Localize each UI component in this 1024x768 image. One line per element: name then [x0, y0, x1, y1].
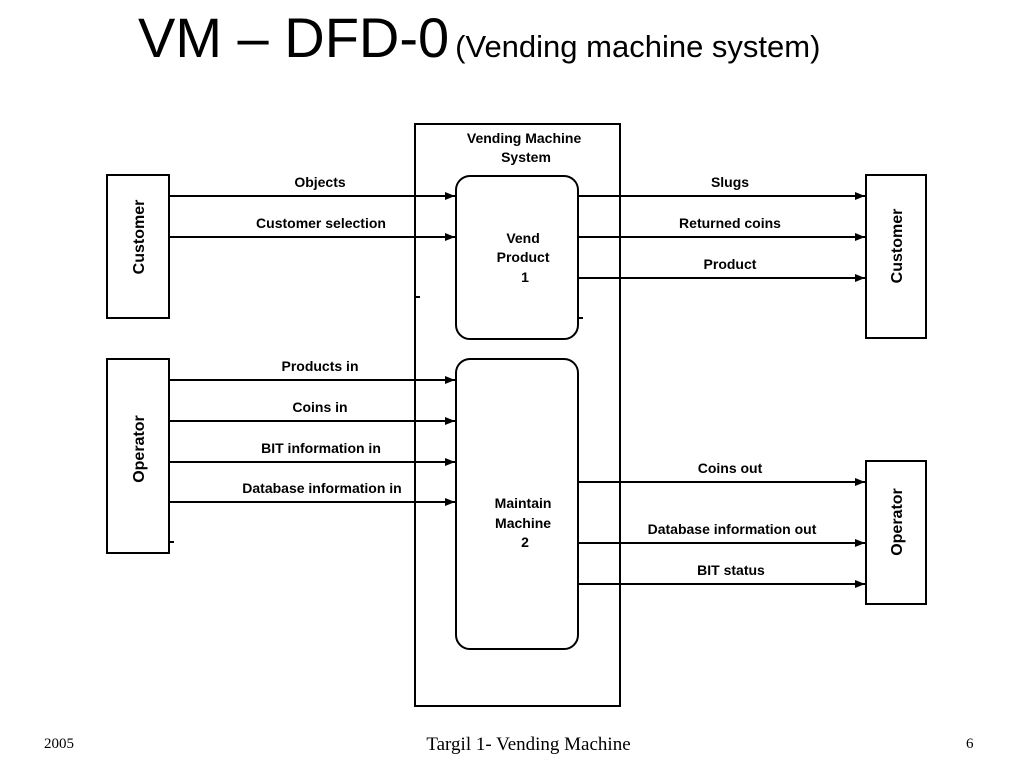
entity-operator-right-label: Operator [889, 488, 906, 556]
footer-year: 2005 [44, 736, 74, 752]
flow-database-information-in-label: Database information in [242, 480, 401, 496]
footer-page-number: 6 [966, 736, 974, 752]
flow-bit-status-label: BIT status [697, 562, 765, 578]
system-label: Vending Machine System [467, 130, 585, 165]
system-boundary [414, 123, 621, 707]
entity-operator-left-label: Operator [131, 415, 148, 483]
slide-subtitle: (Vending machine system) [455, 29, 821, 64]
flow-customer-selection-label: Customer selection [256, 215, 386, 231]
entity-customer-right-label: Customer [889, 209, 906, 284]
slide-title: VM – DFD-0(Vending machine system) [138, 5, 820, 70]
flow-slugs-label: Slugs [711, 174, 749, 190]
process-vend-product-label: Vend Product 1 [497, 230, 554, 285]
slide-title-main: VM – DFD-0 [138, 6, 450, 69]
entity-operator-left [106, 358, 170, 554]
flow-product-label: Product [704, 256, 757, 272]
flow-bit-information-in-label: BIT information in [261, 440, 381, 456]
footer-title: Targil 1- Vending Machine [426, 734, 631, 755]
entity-customer-left-label: Customer [131, 200, 148, 275]
process-maintain-machine-label: Maintain Machine 2 [495, 495, 556, 550]
process-vend-product [455, 175, 579, 340]
flow-coins-out-label: Coins out [698, 460, 763, 476]
flow-database-information-out-label: Database information out [648, 521, 817, 537]
process-maintain-machine [455, 358, 579, 650]
flow-objects-label: Objects [294, 174, 346, 190]
entity-operator-right [865, 460, 927, 605]
entity-customer-right [865, 174, 927, 339]
flow-products-in-label: Products in [281, 358, 358, 374]
flow-coins-in-label: Coins in [292, 399, 347, 415]
entity-customer-left [106, 174, 170, 319]
flow-returned-coins-label: Returned coins [679, 215, 781, 231]
